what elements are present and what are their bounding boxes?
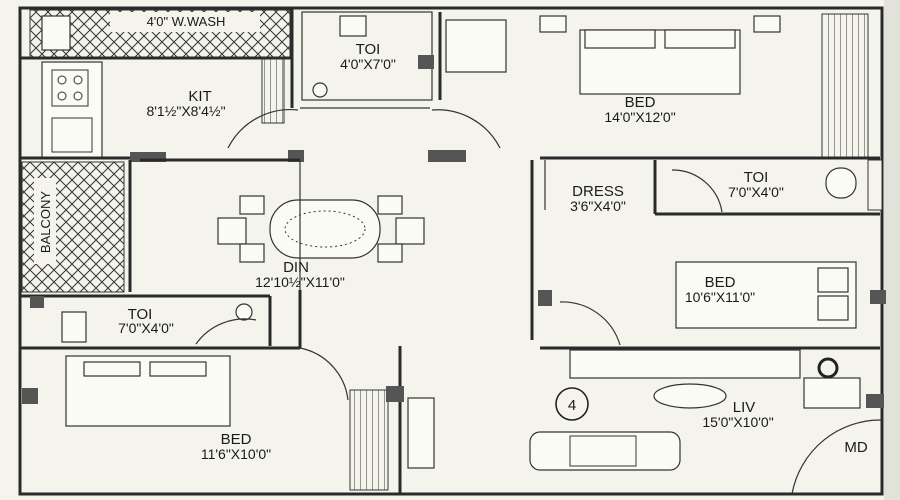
dining-chair-1 xyxy=(217,217,247,245)
balcony-label: BALCONY xyxy=(38,191,53,253)
rug-icon xyxy=(569,435,637,467)
dress-name: DRESS xyxy=(572,183,624,200)
dining-chair-3 xyxy=(239,195,265,215)
door-toilet-left-arc xyxy=(195,318,257,345)
column-right-edge xyxy=(870,290,886,304)
toilet-right-window xyxy=(867,159,883,211)
dining-chair-5 xyxy=(239,243,265,263)
dining-dim: 12'10½"X11'0" xyxy=(255,274,345,290)
door-dress-arc xyxy=(671,169,723,213)
living-name: LIV xyxy=(733,399,756,416)
dining-chair-2 xyxy=(395,217,425,245)
wc-right xyxy=(825,167,857,199)
tv-unit xyxy=(529,431,681,471)
sink-icon xyxy=(51,117,93,153)
pillow-left xyxy=(584,29,656,49)
dining-table xyxy=(269,199,381,259)
md-label: MD xyxy=(844,439,867,456)
kitchen-name: KIT xyxy=(188,88,211,105)
door-bed-mid-arc xyxy=(559,301,621,346)
chair-set-top xyxy=(445,19,507,73)
kitchen-window xyxy=(261,57,285,124)
toilet-right-name: TOI xyxy=(744,169,769,186)
column-mid-right xyxy=(538,290,552,306)
wardrobe-bottom xyxy=(349,389,389,491)
dining-chair-6 xyxy=(377,243,403,263)
pillow-right xyxy=(664,29,736,49)
bed-top-dim: 14'0"X12'0" xyxy=(604,109,675,125)
pillow-mid-2 xyxy=(817,295,849,321)
wash-label-bg xyxy=(110,12,260,32)
outer-wall xyxy=(18,6,884,496)
bed-mid-right-name: BED xyxy=(705,274,736,291)
md-door-arc xyxy=(791,419,883,495)
bed-top-name: BED xyxy=(625,94,656,111)
nightstand-right xyxy=(753,15,781,33)
basin-left xyxy=(235,303,253,321)
dining-name: DIN xyxy=(283,259,309,276)
wash-label: 4'0" W.WASH xyxy=(147,14,226,29)
wc-top xyxy=(339,15,367,37)
column-toilet-top xyxy=(418,55,434,69)
bed-top-window xyxy=(821,13,869,159)
dress-dim: 3'6"X4'0" xyxy=(570,198,626,214)
bed-bottom-name: BED xyxy=(221,431,252,448)
washbasin xyxy=(41,15,71,51)
toilet-left-name: TOI xyxy=(128,306,153,323)
toilet-top-dim: 4'0"X7'0" xyxy=(340,56,396,72)
burner-4 xyxy=(73,91,83,101)
pillow-bottom-2 xyxy=(149,361,207,377)
column-corridor-right xyxy=(428,150,466,162)
toilet-right-dim: 7'0"X4'0" xyxy=(728,184,784,200)
bed-mid-right-dim: 10'6"X11'0" xyxy=(685,289,755,305)
nightstand-left xyxy=(539,15,567,33)
door-bed-bottom-arc xyxy=(299,347,349,401)
kitchen-counter xyxy=(41,61,103,159)
door-kitchen-arc xyxy=(227,109,299,149)
burner-3 xyxy=(57,91,67,101)
burner-2 xyxy=(73,75,83,85)
dining-chair-4 xyxy=(377,195,403,215)
kitchen-dim: 8'1½"X8'4½" xyxy=(146,103,225,119)
column-bed-bottom-left xyxy=(22,388,38,404)
unit-number: 4 xyxy=(568,397,576,414)
living-dim: 15'0"X10'0" xyxy=(702,414,773,430)
column-bed-bottom-right xyxy=(386,386,404,402)
toilet-left-dim: 7'0"X4'0" xyxy=(118,320,174,336)
sofa-top xyxy=(569,349,801,379)
pillow-mid-1 xyxy=(817,267,849,293)
armchair-right xyxy=(803,377,861,409)
basin-top xyxy=(312,82,328,98)
column-toilet-left xyxy=(30,296,44,308)
page-margin-right xyxy=(884,0,900,500)
column-kitchen xyxy=(130,152,166,162)
door-bed-top-arc xyxy=(431,109,501,149)
wc-left xyxy=(61,311,87,343)
unit-number-circle xyxy=(555,387,589,421)
column-living-right xyxy=(866,394,884,408)
bed-bottom-dim: 11'6"X10'0" xyxy=(201,446,271,462)
lamp-icon xyxy=(817,357,839,379)
toilet-top-name: TOI xyxy=(356,41,381,58)
coffee-table xyxy=(653,383,727,409)
stove-icon xyxy=(51,69,89,107)
balcony-label-bg xyxy=(34,178,56,264)
burner-1 xyxy=(57,75,67,85)
pillow-bottom-1 xyxy=(83,361,141,377)
cabinet-bottom xyxy=(407,397,435,469)
dining-table-top xyxy=(284,210,366,248)
